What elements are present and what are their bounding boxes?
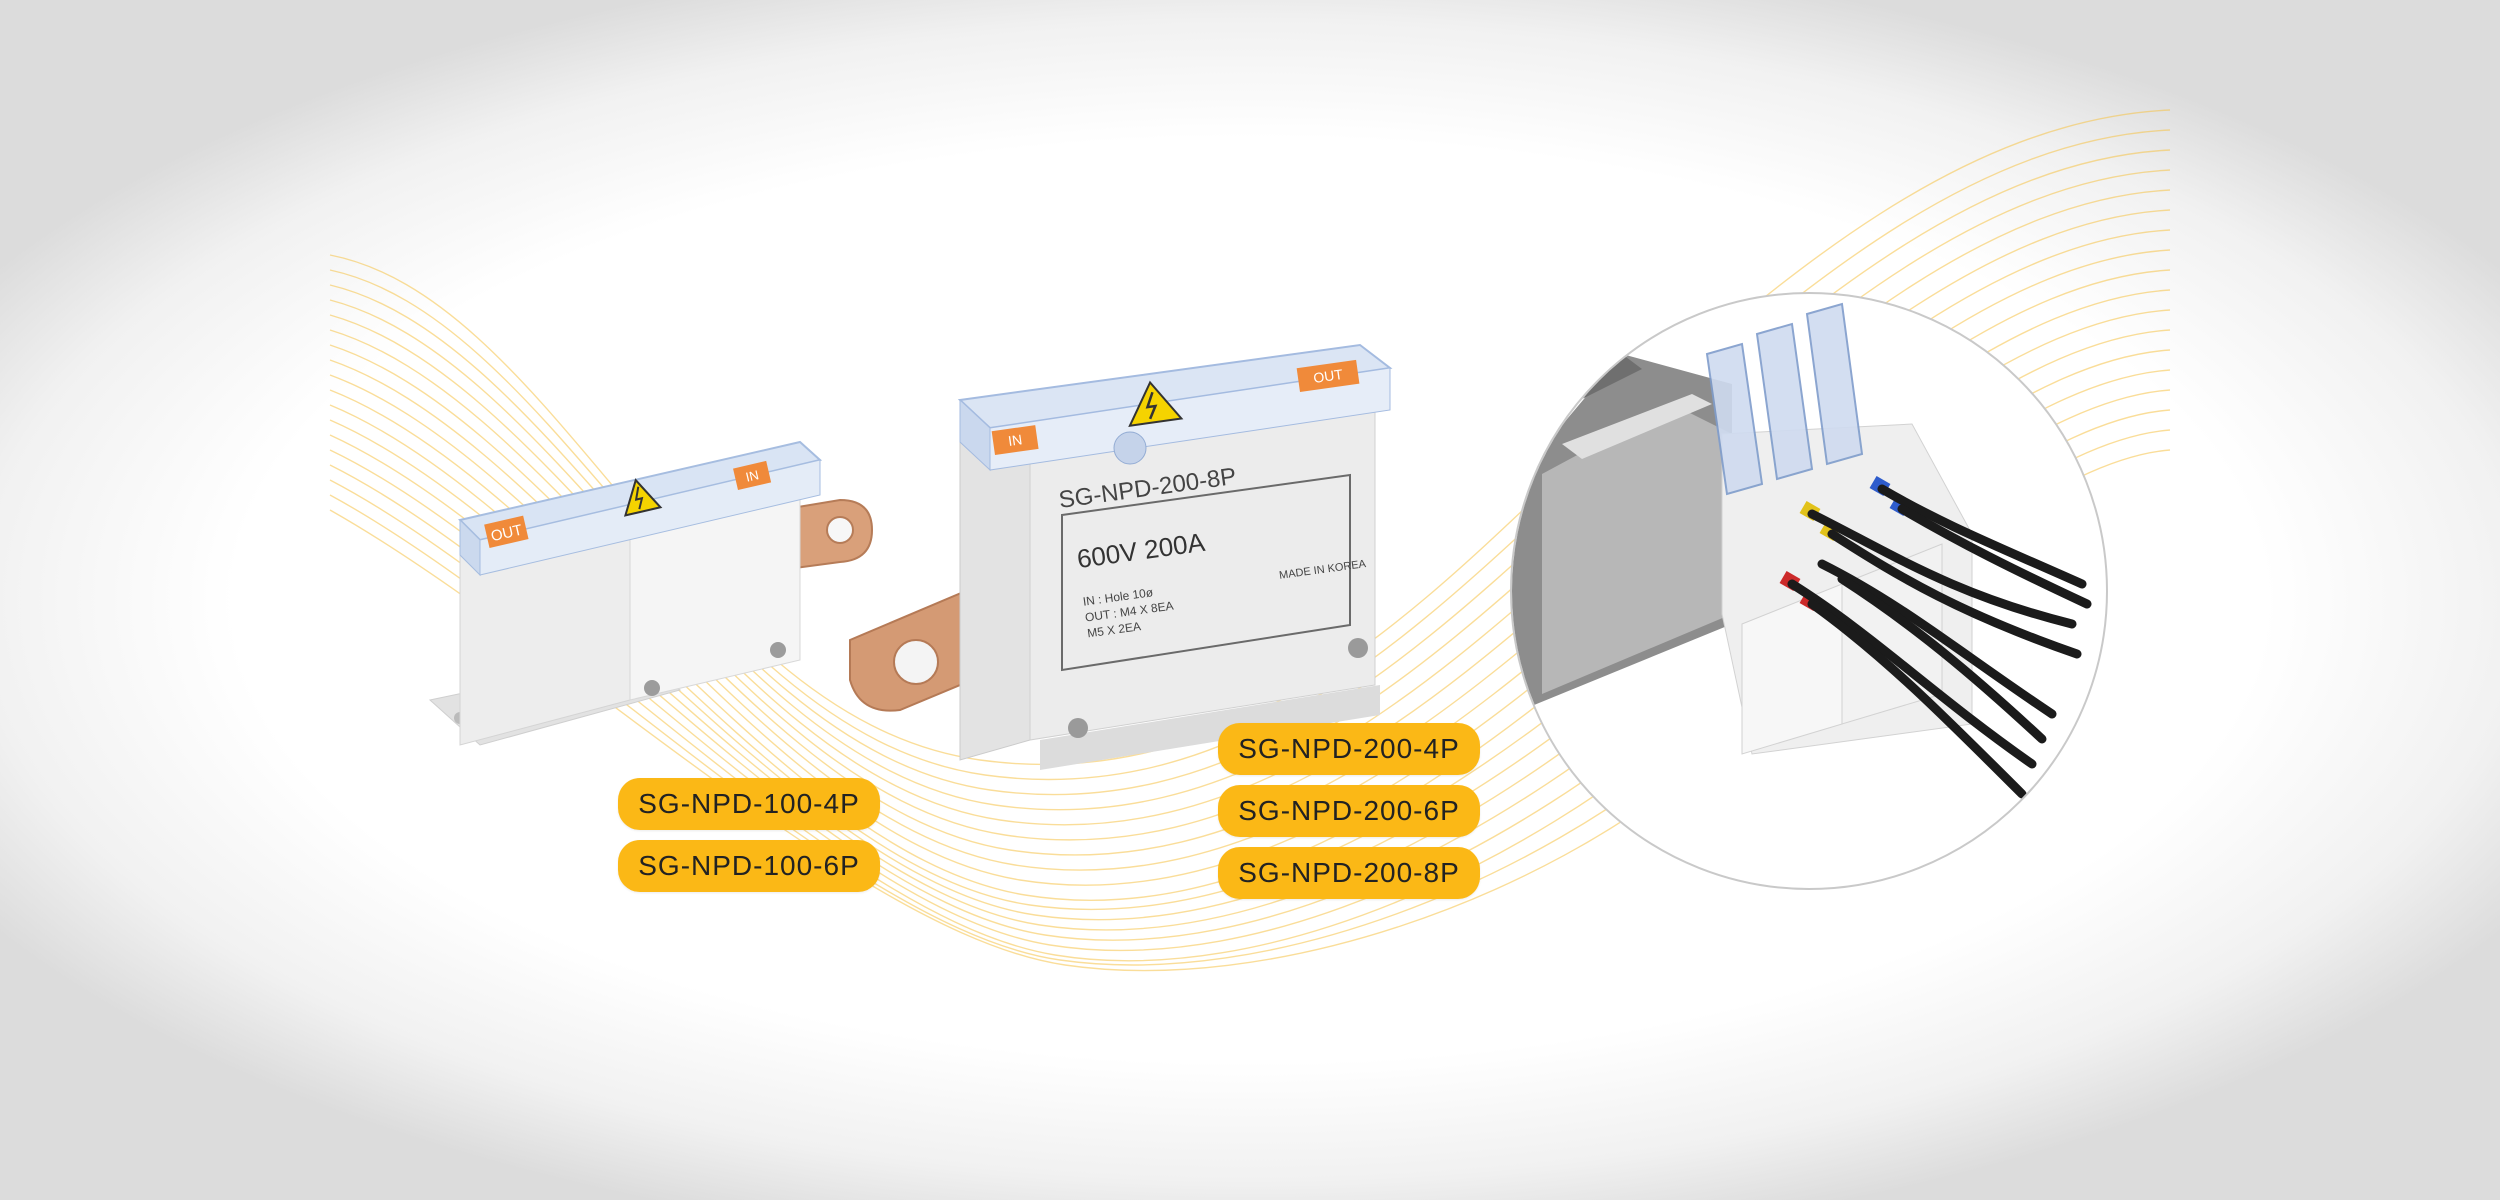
product-sg-npd-200-image: SG-NPD-200-8P 600V 200A IN : Hole 10ø OU… xyxy=(849,343,1393,770)
model-label-sg-npd-100-4p: SG-NPD-100-4P xyxy=(618,778,880,830)
model-label-sg-npd-200-4p: SG-NPD-200-4P xyxy=(1218,723,1480,775)
model-label-sg-npd-100-6p: SG-NPD-100-6P xyxy=(618,840,880,892)
product-sg-npd-100-image: OUT IN xyxy=(428,440,874,746)
cover-badge-in: IN xyxy=(744,467,760,485)
model-label-sg-npd-200-6p: SG-NPD-200-6P xyxy=(1218,785,1480,837)
installation-detail-image xyxy=(1512,302,2092,799)
installation-detail-circle xyxy=(1510,292,2108,890)
cover-badge-in: IN xyxy=(1007,431,1023,449)
model-label-sg-npd-200-8p: SG-NPD-200-8P xyxy=(1218,847,1480,899)
cover-badge-out: OUT xyxy=(489,521,524,545)
warning-triangle-icon xyxy=(623,478,663,517)
warning-triangle-icon xyxy=(1128,380,1184,427)
cover-badge-out: OUT xyxy=(1312,366,1344,386)
